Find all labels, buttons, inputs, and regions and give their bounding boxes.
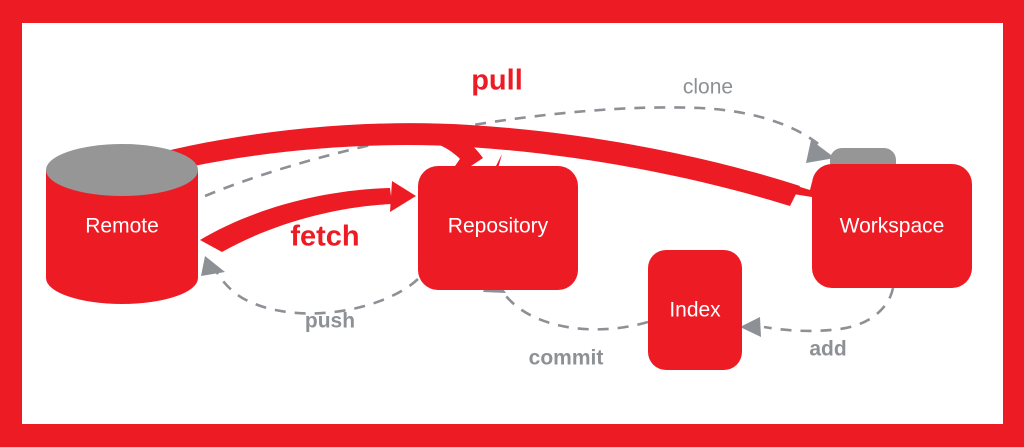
clone-arrowhead (806, 140, 835, 163)
node-repository[interactable]: Repository (418, 166, 578, 290)
remote-cylinder-body (46, 170, 198, 304)
repository-label: Repository (448, 215, 549, 238)
pull-path-workspace (120, 123, 800, 206)
add-path (763, 287, 895, 333)
fetch-path (200, 188, 392, 252)
fetch-label: fetch (290, 221, 359, 253)
edge-clone: clone (204, 76, 835, 198)
fetch-arrowhead (390, 181, 416, 212)
add-arrowhead (740, 317, 761, 337)
workspace-label: Workspace (840, 215, 945, 238)
index-label: Index (669, 299, 721, 322)
clone-label: clone (683, 76, 733, 99)
pull-arrowhead-repository (455, 154, 502, 174)
remote-cylinder-top (46, 144, 198, 196)
index-box (648, 250, 742, 370)
edge-push: push (201, 256, 419, 333)
workspace-box (812, 164, 972, 288)
remote-label: Remote (85, 215, 159, 238)
clone-path (204, 106, 823, 198)
edge-add: add (740, 287, 895, 361)
push-path (214, 270, 419, 315)
commit-path (498, 287, 649, 331)
push-arrowhead (201, 256, 225, 276)
add-label: add (809, 338, 846, 361)
pull-label: pull (471, 65, 523, 97)
edge-fetch: fetch (200, 181, 416, 253)
pull-path-repository (424, 124, 483, 168)
node-remote[interactable]: Remote (46, 144, 198, 304)
node-workspace[interactable]: Workspace (812, 148, 972, 288)
repository-box (418, 166, 578, 290)
commit-label: commit (529, 347, 604, 370)
node-index[interactable]: Index (648, 250, 742, 370)
push-label: push (305, 310, 355, 333)
